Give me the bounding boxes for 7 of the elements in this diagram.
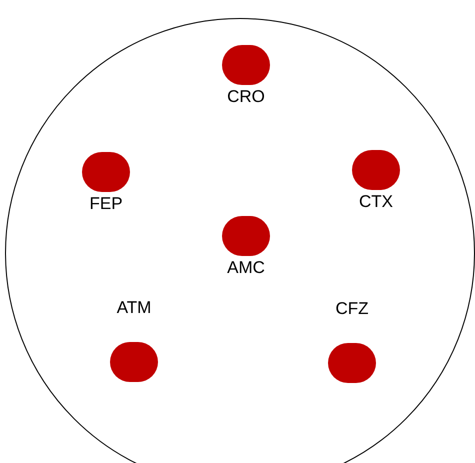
disc-label: ATM bbox=[116, 298, 152, 318]
petri-dish bbox=[5, 18, 475, 463]
disc-label: CTX bbox=[359, 192, 393, 212]
disc-label: AMC bbox=[227, 258, 265, 278]
disc-label: CFZ bbox=[335, 299, 369, 319]
disc-label: CRO bbox=[227, 87, 265, 107]
disc-label: FEP bbox=[89, 194, 123, 214]
